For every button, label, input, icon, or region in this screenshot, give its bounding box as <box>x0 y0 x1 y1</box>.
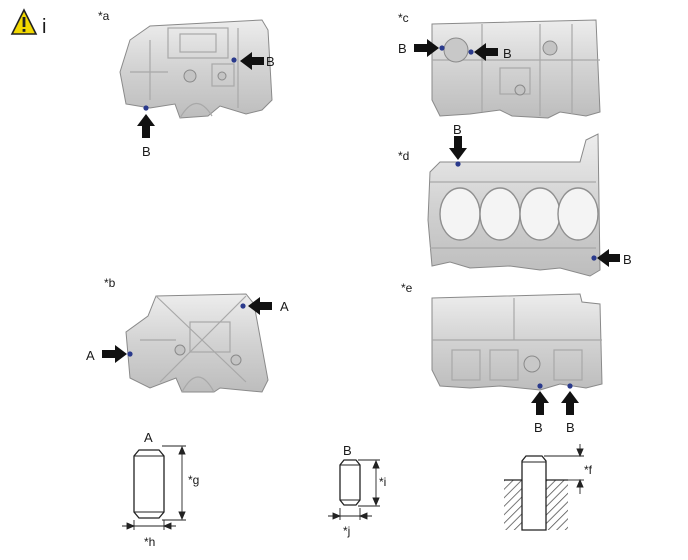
marker-b1: A <box>280 299 289 314</box>
view-label-d: *d <box>398 149 409 163</box>
arrow-up-icon <box>531 391 549 415</box>
block-casting-b <box>125 293 269 393</box>
marker-a1: B <box>266 54 275 69</box>
caution-letter: i <box>42 16 46 38</box>
view-b: *b A A <box>86 276 289 393</box>
caution-icon <box>10 8 38 35</box>
view-a: *a B B <box>98 9 275 159</box>
marker-d1: B <box>453 122 462 137</box>
arrow-left-icon <box>597 249 620 267</box>
view-label-b: *b <box>104 276 116 290</box>
marker-b2: A <box>86 348 95 363</box>
pin-a-diameter-label: *h <box>144 535 155 549</box>
view-d: *d B B <box>398 122 632 277</box>
dowel-point-b1 <box>240 303 246 309</box>
view-label-e: *e <box>401 281 413 295</box>
arrow-left-icon <box>240 52 264 70</box>
view-label-c: *c <box>398 11 409 25</box>
installed-pin-shape <box>521 455 547 531</box>
marker-c1: B <box>398 41 407 56</box>
arrow-left-icon <box>248 297 272 315</box>
pin-b-diameter-label: *j <box>343 524 350 538</box>
arrow-down-icon <box>449 136 467 160</box>
installed-pin-detail: *f <box>504 444 593 531</box>
pin-b-shape <box>339 459 361 506</box>
block-casting-e <box>431 293 603 391</box>
dowel-point-a1 <box>231 57 237 63</box>
pin-a-detail: A *g *h <box>122 430 199 549</box>
block-casting-a <box>119 19 273 119</box>
dowel-point-e2 <box>567 383 573 389</box>
pin-a-shape <box>133 449 165 519</box>
arrow-right-icon <box>414 39 439 57</box>
pin-b-title: B <box>343 443 352 458</box>
marker-e2: B <box>566 420 575 435</box>
arrow-left-icon <box>474 43 498 61</box>
dowel-point-c1 <box>439 45 445 51</box>
view-label-a: *a <box>98 9 110 23</box>
dowel-point-c2 <box>468 49 474 55</box>
marker-e1: B <box>534 420 543 435</box>
dowel-point-d2 <box>591 255 597 261</box>
arrow-up-icon <box>137 114 155 138</box>
pin-a-length-label: *g <box>188 473 199 487</box>
pin-a-title: A <box>144 430 153 445</box>
dowel-point-e1 <box>537 383 543 389</box>
arrow-right-icon <box>102 345 127 363</box>
marker-d2: B <box>623 252 632 267</box>
protrusion-label: *f <box>584 463 593 477</box>
block-casting-c <box>431 19 601 119</box>
marker-c2: B <box>503 46 512 61</box>
bore-wall-right <box>546 480 568 530</box>
pin-b-detail: B *i *j <box>328 443 386 538</box>
dowel-point-a2 <box>143 105 149 111</box>
marker-a2: B <box>142 144 151 159</box>
dowel-point-d1 <box>455 161 461 167</box>
arrow-up-icon <box>561 391 579 415</box>
dowel-point-b2 <box>127 351 133 357</box>
pin-b-length-label: *i <box>379 475 386 489</box>
view-e: *e B B <box>401 281 603 435</box>
view-c: *c B B <box>398 11 601 119</box>
bore-wall-left <box>504 480 522 530</box>
